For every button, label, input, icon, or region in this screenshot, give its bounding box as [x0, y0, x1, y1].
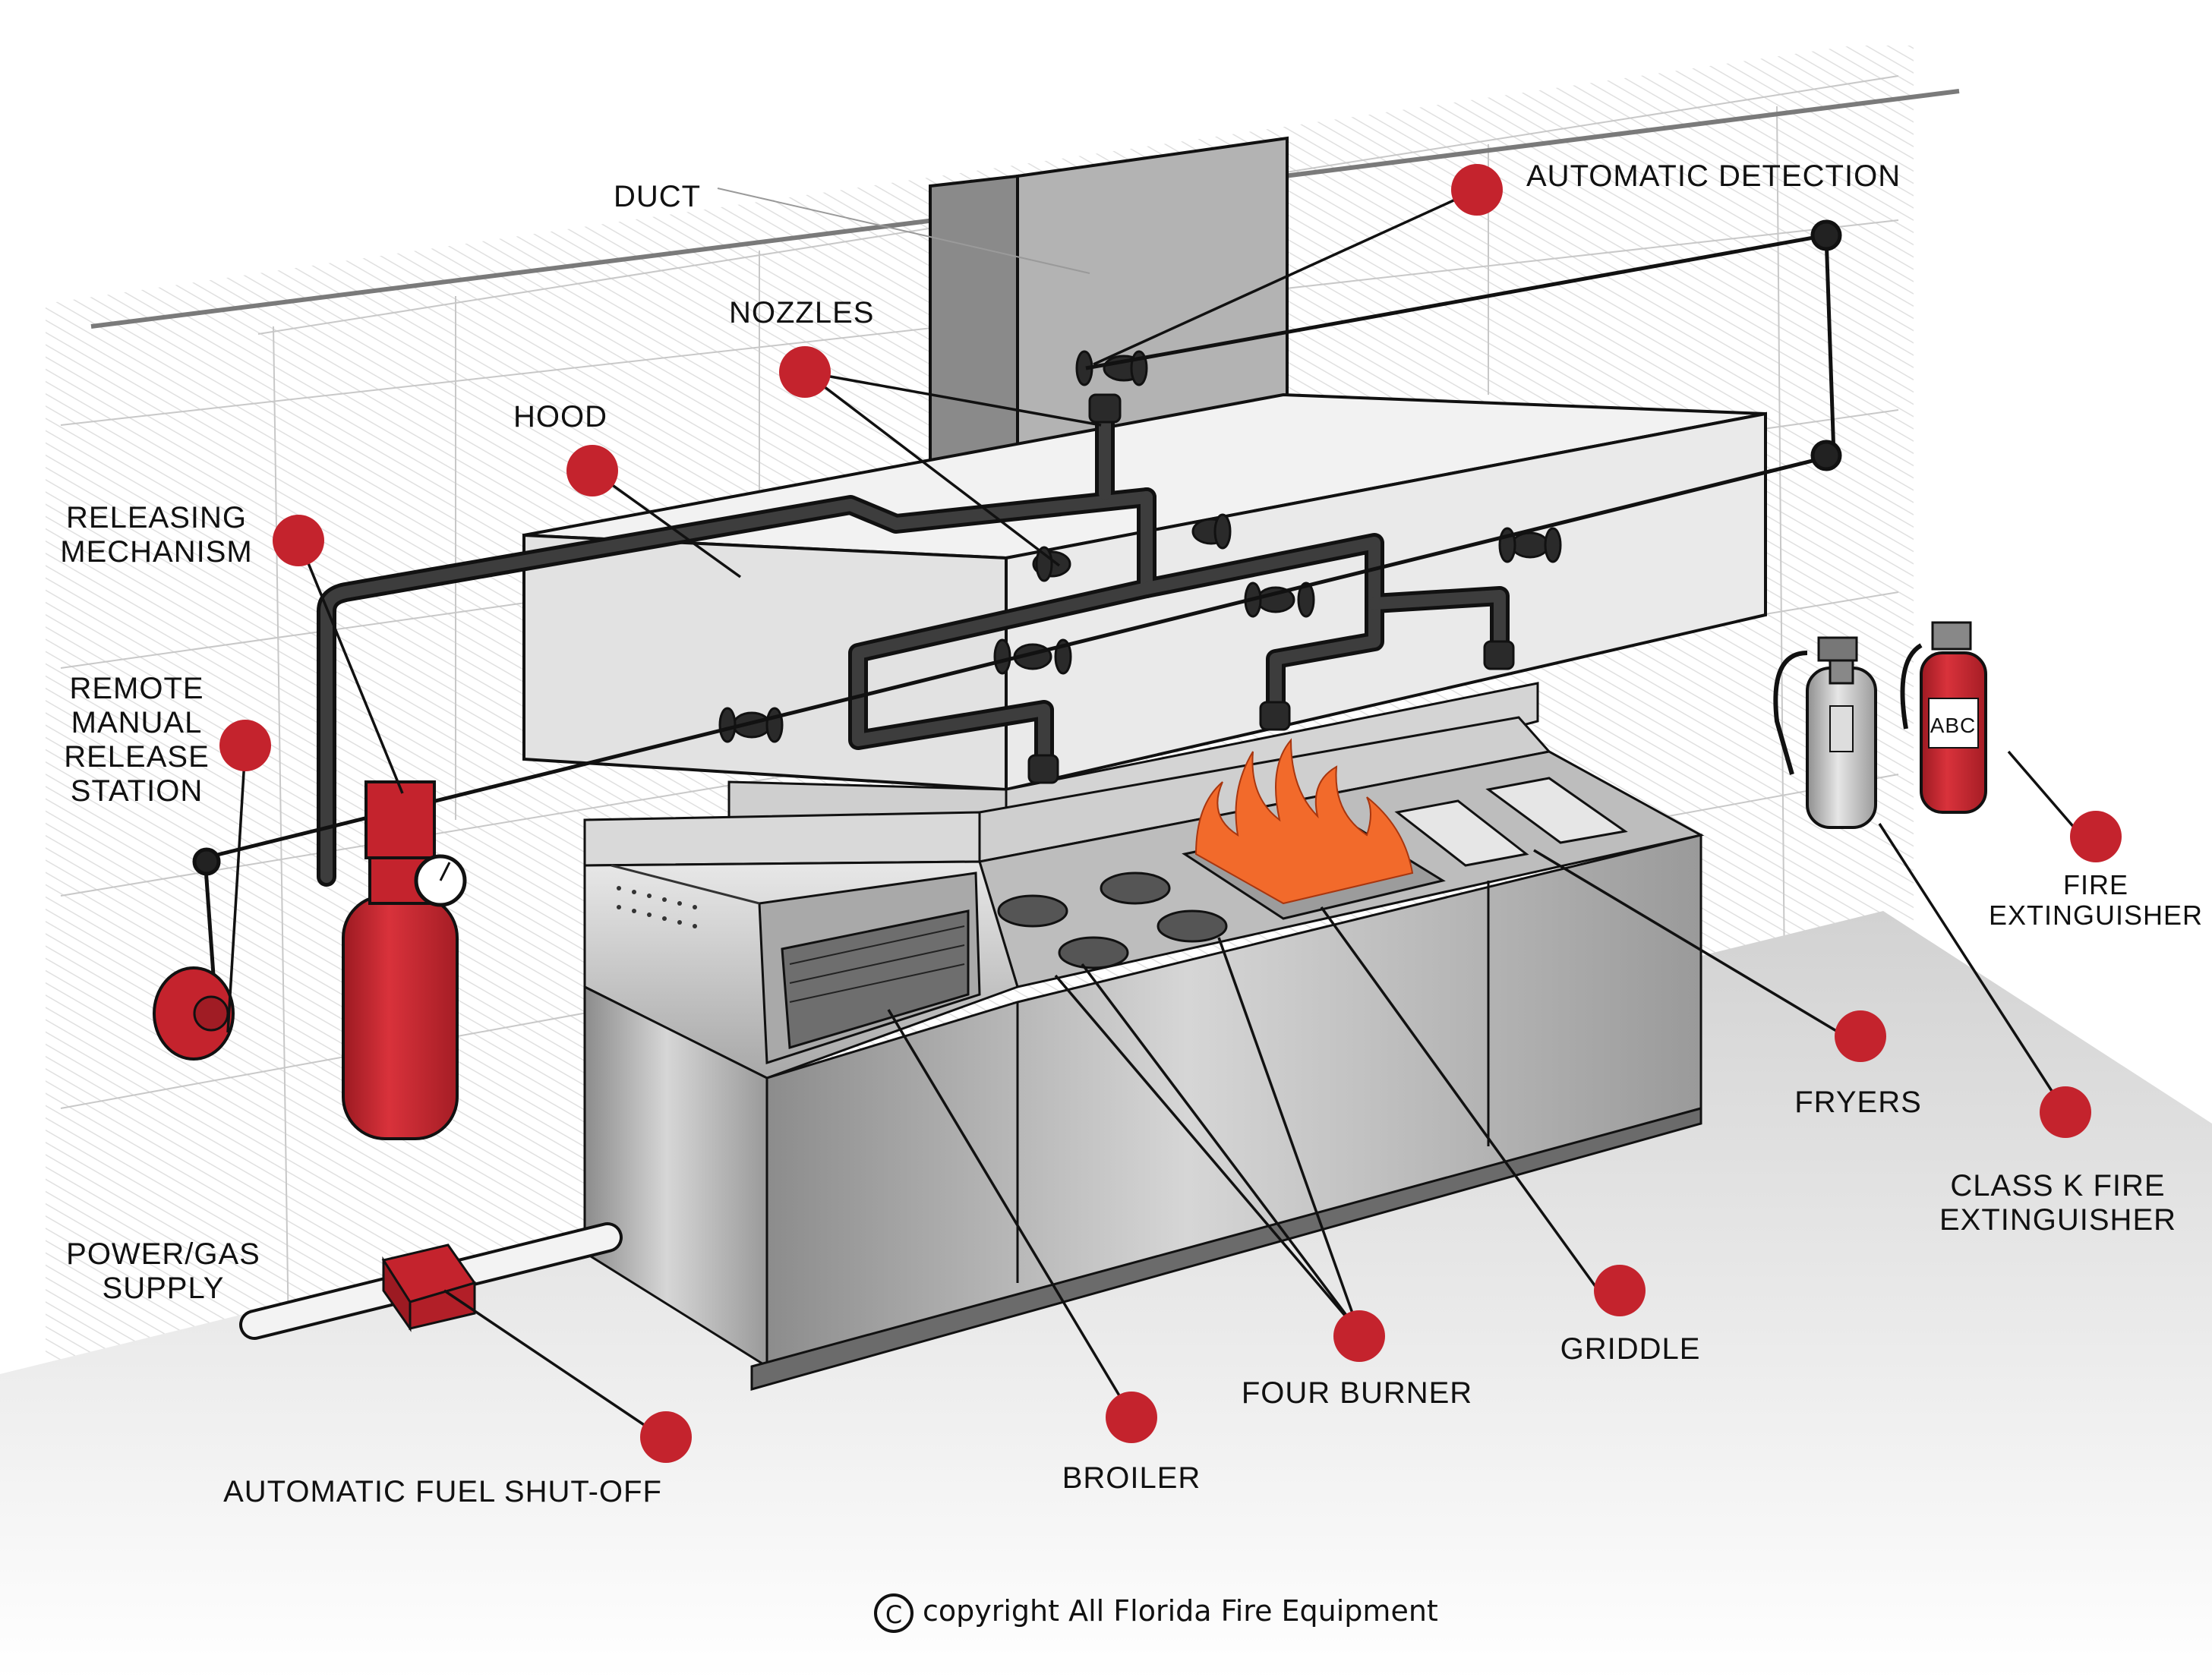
dot-automatic-detection — [1451, 164, 1503, 216]
label-automatic-detection: AUTOMATIC DETECTION — [1526, 159, 1901, 193]
dot-remote-release — [219, 720, 271, 771]
copyright-icon — [874, 1593, 914, 1633]
label-hood: HOOD — [513, 400, 607, 433]
abc-label: ABC — [1930, 714, 1977, 737]
label-releasing-line1: RELEASING — [66, 501, 247, 534]
label-class-k-line2: EXTINGUISHER — [1939, 1203, 2176, 1237]
label-power-gas-line2: SUPPLY — [103, 1272, 225, 1305]
abc-extinguisher: ABC — [1900, 621, 1987, 814]
dot-releasing-mechanism — [273, 515, 324, 566]
label-nozzles: NOZZLES — [729, 296, 874, 329]
dot-class-k — [2040, 1086, 2091, 1138]
label-fire-extinguisher-line2: EXTINGUISHER — [1989, 900, 2203, 931]
label-broiler: BROILER — [1062, 1461, 1201, 1495]
dot-nozzles — [779, 346, 831, 398]
copyright-symbol: C — [885, 1600, 902, 1629]
pull-station — [153, 966, 235, 1061]
label-remote-line4: STATION — [71, 774, 203, 808]
cooking-line — [583, 716, 1705, 1391]
dot-broiler — [1106, 1392, 1157, 1443]
label-fire-extinguisher-line1: FIRE — [2063, 869, 2128, 900]
copyright-text: copyright All Florida Fire Equipment — [923, 1594, 1438, 1628]
gas-supply — [239, 1222, 623, 1340]
class-k-extinguisher — [1773, 636, 1877, 829]
label-fuel-shutoff: AUTOMATIC FUEL SHUT-OFF — [223, 1475, 662, 1508]
label-class-k-line1: CLASS K FIRE — [1950, 1169, 2165, 1202]
dot-griddle — [1594, 1265, 1646, 1316]
label-griddle: GRIDDLE — [1560, 1332, 1701, 1366]
label-remote-line2: MANUAL — [71, 706, 203, 739]
dot-fuel-shutoff — [640, 1411, 692, 1463]
label-four-burner: FOUR BURNER — [1242, 1376, 1472, 1410]
label-remote-line3: RELEASE — [64, 740, 210, 774]
label-fryers: FRYERS — [1794, 1086, 1922, 1119]
copyright-notice: C copyright All Florida Fire Equipment — [874, 1593, 1438, 1633]
callout-dots — [219, 164, 2122, 1463]
callout-labels: DUCT AUTOMATIC DETECTION NOZZLES HOOD RE… — [60, 159, 2203, 1508]
dot-fire-extinguisher — [2070, 811, 2122, 862]
agent-cylinder — [342, 780, 467, 1140]
label-remote-line1: REMOTE — [69, 672, 204, 705]
dot-hood — [566, 445, 618, 496]
dot-four-burner — [1333, 1310, 1385, 1362]
leader-lines — [226, 188, 2082, 1440]
fire-flames — [1194, 738, 1414, 905]
label-duct: DUCT — [614, 180, 701, 213]
dot-fryers — [1835, 1010, 1886, 1062]
label-releasing-line2: MECHANISM — [60, 535, 252, 569]
label-power-gas-line1: POWER/GAS — [66, 1237, 260, 1271]
